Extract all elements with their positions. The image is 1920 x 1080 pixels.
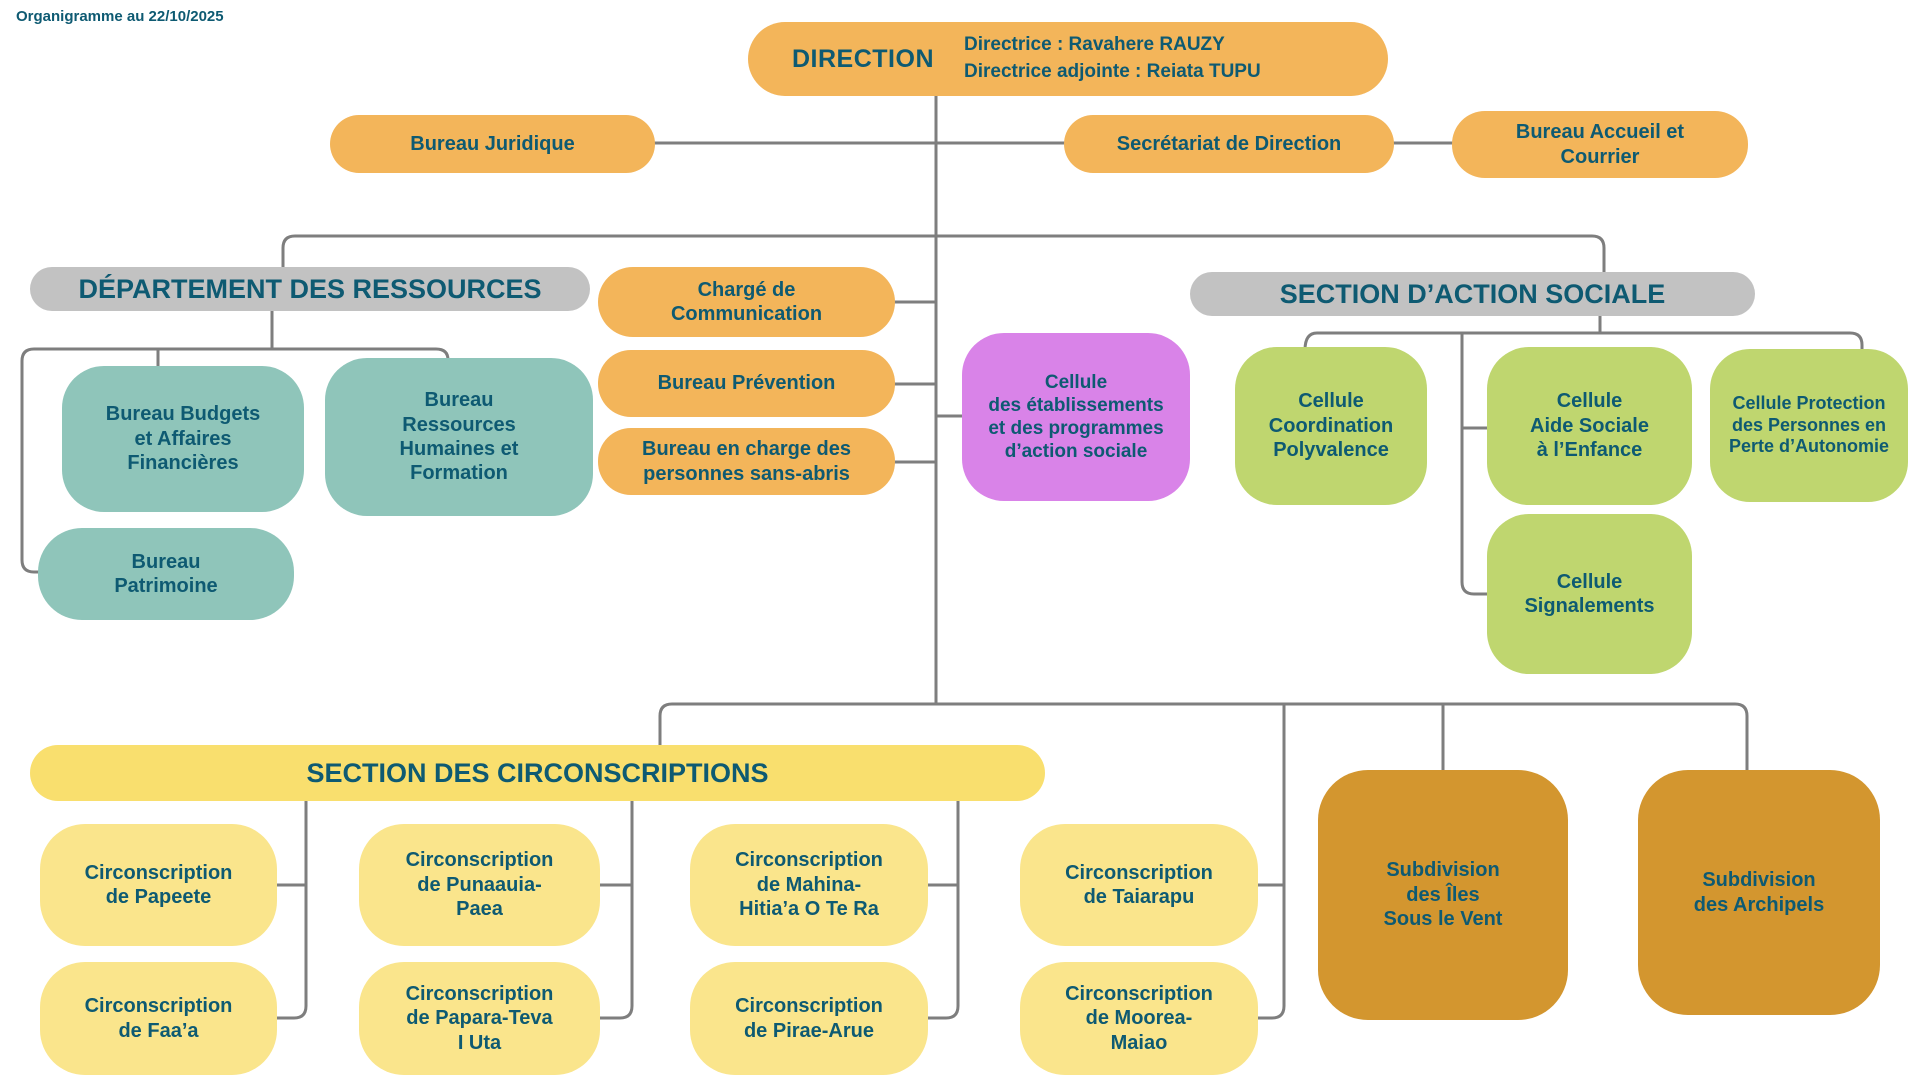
cellule-signalements-label: Cellule Signalements: [1524, 570, 1655, 617]
bureau-ressources-humaines-label: Bureau Ressources Humaines et Formation: [399, 389, 519, 485]
departement-ressources-label: DÉPARTEMENT DES RESSOURCES: [78, 273, 542, 304]
direction-line1: Directrice : Ravahere RAUZY: [964, 34, 1225, 56]
header-section-action-sociale: SECTION D’ACTION SOCIALE: [1190, 272, 1755, 316]
circ-mahina-label: Circonscription de Mahina- Hitia’a O Te …: [735, 849, 883, 921]
bureau-patrimoine-label: Bureau Patrimoine: [114, 550, 218, 597]
secretariat-direction-label: Secrétariat de Direction: [1116, 132, 1342, 155]
bureau-juridique-label: Bureau Juridique: [410, 132, 575, 155]
node-cellule-signalements: Cellule Signalements: [1487, 514, 1692, 674]
circ-papeete-label: Circonscription de Papeete: [84, 861, 233, 908]
node-circ-papara: Circonscription de Papara-Teva I Uta: [359, 962, 600, 1075]
node-circ-papeete: Circonscription de Papeete: [40, 824, 277, 946]
bureau-accueil-courrier-label: Bureau Accueil et Courrier: [1515, 121, 1685, 168]
node-circ-punaauia: Circonscription de Punaauia- Paea: [359, 824, 600, 946]
node-cellule-aide-sociale: Cellule Aide Sociale à l’Enfance: [1487, 347, 1692, 505]
circ-pirae-label: Circonscription de Pirae-Arue: [735, 995, 883, 1042]
node-circ-mahina: Circonscription de Mahina- Hitia’a O Te …: [690, 824, 928, 946]
subdivision-iles-label: Subdivision des Îles Sous le Vent: [1383, 859, 1503, 931]
node-secretariat-direction: Secrétariat de Direction: [1064, 115, 1394, 173]
node-circ-taiarapu: Circonscription de Taiarapu: [1020, 824, 1258, 946]
charge-communication-label: Chargé de Communication: [670, 278, 823, 325]
node-bureau-budgets: Bureau Budgets et Affaires Financières: [62, 366, 304, 512]
cellule-aide-sociale-label: Cellule Aide Sociale à l’Enfance: [1530, 390, 1649, 462]
node-bureau-patrimoine: Bureau Patrimoine: [38, 528, 294, 620]
bureau-sans-abris-label: Bureau en charge des personnes sans-abri…: [642, 438, 851, 485]
node-circ-moorea: Circonscription de Moorea- Maiao: [1020, 962, 1258, 1075]
circ-faaa-label: Circonscription de Faa’a: [84, 995, 233, 1042]
bureau-budgets-label: Bureau Budgets et Affaires Financières: [105, 403, 261, 475]
node-cellule-protection: Cellule Protection des Personnes en Pert…: [1710, 349, 1908, 502]
node-circ-pirae: Circonscription de Pirae-Arue: [690, 962, 928, 1075]
header-departement-ressources: DÉPARTEMENT DES RESSOURCES: [30, 267, 590, 311]
node-circ-faaa: Circonscription de Faa’a: [40, 962, 277, 1075]
subdivision-archipels-label: Subdivision des Archipels: [1693, 869, 1825, 916]
direction-info: Directrice : Ravahere RAUZY Directrice a…: [964, 32, 1261, 85]
circ-punaauia-label: Circonscription de Punaauia- Paea: [405, 849, 554, 921]
circ-moorea-label: Circonscription de Moorea- Maiao: [1065, 982, 1213, 1054]
node-bureau-accueil-courrier: Bureau Accueil et Courrier: [1452, 111, 1748, 178]
node-bureau-sans-abris: Bureau en charge des personnes sans-abri…: [598, 428, 895, 495]
node-charge-communication: Chargé de Communication: [598, 267, 895, 337]
cellule-protection-label: Cellule Protection des Personnes en Pert…: [1728, 392, 1889, 457]
section-action-sociale-label: SECTION D’ACTION SOCIALE: [1279, 278, 1666, 309]
section-circonscriptions-label: SECTION DES CIRCONSCRIPTIONS: [306, 757, 769, 788]
node-bureau-juridique: Bureau Juridique: [330, 115, 655, 173]
page-title: Organigramme au 22/10/2025: [16, 8, 224, 25]
direction-line2: Directrice adjointe : Reiata TUPU: [964, 61, 1261, 82]
node-cellule-etablissements: Cellule des établissements et des progra…: [962, 333, 1190, 501]
node-cellule-coordination: Cellule Coordination Polyvalence: [1235, 347, 1427, 505]
cellule-etablissements-label: Cellule des établissements et des progra…: [988, 371, 1164, 463]
direction-title: DIRECTION: [792, 44, 934, 73]
bureau-prevention-label: Bureau Prévention: [657, 372, 836, 395]
node-bureau-ressources-humaines: Bureau Ressources Humaines et Formation: [325, 358, 593, 516]
node-bureau-prevention: Bureau Prévention: [598, 350, 895, 417]
circ-taiarapu-label: Circonscription de Taiarapu: [1065, 861, 1213, 908]
header-section-circonscriptions: SECTION DES CIRCONSCRIPTIONS: [30, 745, 1045, 801]
node-direction: DIRECTION Directrice : Ravahere RAUZY Di…: [748, 22, 1388, 96]
node-subdivision-archipels: Subdivision des Archipels: [1638, 770, 1880, 1015]
node-subdivision-iles-sous-le-vent: Subdivision des Îles Sous le Vent: [1318, 770, 1568, 1020]
cellule-coordination-label: Cellule Coordination Polyvalence: [1268, 390, 1394, 462]
circ-papara-label: Circonscription de Papara-Teva I Uta: [405, 982, 554, 1054]
